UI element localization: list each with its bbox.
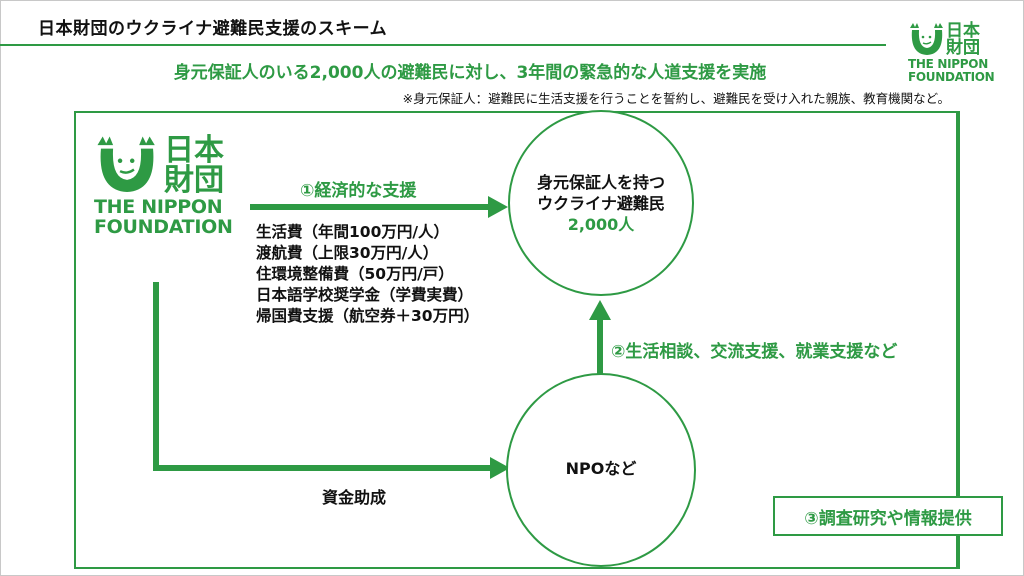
support-item: 日本語学校奨学金（学費実費） bbox=[256, 286, 474, 304]
logo-en-line2: FOUNDATION bbox=[94, 215, 233, 238]
refugee-node-circle bbox=[508, 110, 694, 296]
title-divider bbox=[0, 44, 886, 46]
nippon-foundation-logo: 日本 財団 THE NIPPON FOUNDATION bbox=[94, 134, 244, 238]
smiling-face-raised-hands-icon bbox=[97, 136, 155, 193]
npo-node-circle bbox=[506, 373, 696, 567]
logo-kanji-line1: 日本 bbox=[164, 133, 224, 168]
logo-kanji-line2: 財団 bbox=[164, 163, 224, 198]
life-support-label: ②生活相談、交流支援、就業支援など bbox=[611, 342, 898, 362]
research-info-label: ③調査研究や情報提供 bbox=[804, 508, 972, 529]
grant-arrow bbox=[153, 282, 510, 479]
logo-en-line1: THE NIPPON bbox=[908, 57, 988, 71]
economic-support-arrow bbox=[250, 196, 508, 218]
scheme-frame bbox=[74, 111, 958, 569]
research-info-box: ③調査研究や情報提供 bbox=[773, 496, 1003, 536]
footnote: ※身元保証人：避難民に生活支援を行うことを誓約し、避難民を受け入れた親族、教育機… bbox=[402, 91, 950, 106]
refugee-node: 身元保証人を持つ ウクライナ避難民 2,000人 bbox=[511, 172, 691, 235]
refugee-count: 2,000人 bbox=[567, 215, 635, 234]
support-item: 住環境整備費（50万円/戸） bbox=[256, 265, 454, 283]
support-item: 渡航費（上限30万円/人） bbox=[256, 244, 439, 262]
smiling-face-raised-hands-icon bbox=[910, 23, 943, 55]
refugee-node-line2: ウクライナ避難民 bbox=[537, 194, 665, 213]
support-item: 帰国費支援（航空券＋30万円） bbox=[256, 307, 480, 325]
logo-en-line2: FOUNDATION bbox=[908, 69, 995, 84]
grant-label: 資金助成 bbox=[322, 488, 387, 507]
economic-support-items: 生活費（年間100万円/人） 渡航費（上限30万円/人） 住環境整備費（50万円… bbox=[256, 222, 479, 327]
npo-node: NPOなど bbox=[511, 458, 691, 479]
nippon-foundation-logo-small: 日本 財団 THE NIPPON FOUNDATION bbox=[908, 22, 1008, 83]
logo-kanji-line1: 日本 bbox=[946, 21, 980, 41]
economic-support-label: ①経済的な支援 bbox=[300, 181, 417, 201]
logo-kanji-line2: 財団 bbox=[946, 38, 980, 58]
refugee-node-line1: 身元保証人を持つ bbox=[536, 173, 665, 192]
life-support-arrow bbox=[589, 300, 611, 382]
page-title: 日本財団のウクライナ避難民支援のスキーム bbox=[38, 19, 388, 39]
support-item: 生活費（年間100万円/人） bbox=[256, 223, 450, 241]
npo-node-label: NPOなど bbox=[565, 459, 637, 478]
logo-en-line1: THE NIPPON bbox=[94, 196, 223, 218]
headline: 身元保証人のいる2,000人の避難民に対し、3年間の緊急的な人道支援を実施 bbox=[173, 63, 767, 83]
